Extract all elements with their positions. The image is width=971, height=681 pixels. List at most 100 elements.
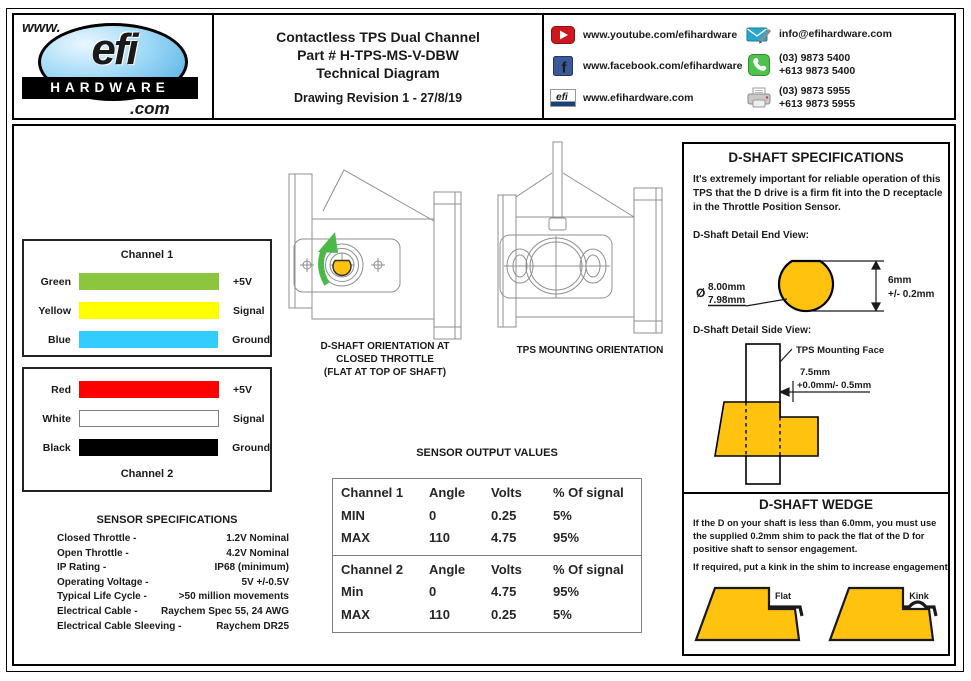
phone-intl: +613 9873 5400 [779,65,856,78]
wire-color-name: Red [51,383,71,396]
cell: 0.25 [491,606,517,622]
fax-intl: +613 9873 5955 [779,97,856,110]
wire-row-blue: Blue Ground [24,331,270,348]
wire-row-white: White Signal [24,410,270,427]
spec-row: Electrical Cable - Raychem Spec 55, 24 AW… [57,605,289,620]
wire-row-yellow: Yellow Signal [24,302,270,319]
end-view-label: D-Shaft Detail End View: [693,230,809,241]
spec-row: Typical Life Cycle - >50 million movement… [57,590,289,605]
spec-label: Operating Voltage - [57,576,149,588]
depth-tol: +0.0mm/- 0.5mm [797,380,871,391]
fax-row: (03) 9873 5955 +613 9873 5955 [746,85,948,111]
wire-row-red: Red +5V [24,381,270,398]
wire-function: Ground [232,333,270,346]
flat-height-tol: +/- 0.2mm [888,289,935,300]
tps-mounting-drawing [497,141,663,334]
cell: 0 [429,584,437,599]
facebook-icon: f [550,54,576,78]
diameter-symbol: Ø [696,286,705,300]
col-header: % Of signal [553,561,624,577]
shim-flat-drawing: Flat [694,586,804,642]
col-header: Angle [429,561,466,577]
spec-value: IP68 (minimum) [214,562,289,574]
sensor-specs-list: Closed Throttle - 1.2V Nominal Open Throt… [57,532,289,634]
cell: MIN [341,507,365,523]
phone-numbers: (03) 9873 5400 +613 9873 5400 [779,52,855,78]
wire-color-name: White [42,412,71,425]
phone-local: (03) 9873 5400 [779,52,851,65]
dshaft-wedge-title: D-SHAFT WEDGE [759,497,873,512]
header: www. efi HARDWARE .com Contactless TPS D… [12,13,956,120]
wire-function: +5V [233,275,252,288]
email-icon [746,22,772,46]
wire-row-green: Green +5V [24,273,270,290]
kink-shim [902,600,938,617]
wire-color-bar-white [79,410,219,427]
sensor-wedge-section [714,401,819,457]
channel2-title: Channel 2 [120,468,174,480]
col-header: Channel 2 [341,561,404,577]
cell: 0 [429,507,437,523]
spec-label: Open Throttle - [57,547,129,559]
contact-details: info@efihardware.com (03) 9873 5400 +613… [746,19,948,114]
dshaft-side-view-drawing: TPS Mounting Face 7.5mm +0.0mm/- 0.5mm [714,343,884,485]
col-header: Volts [491,561,522,577]
wire-function: Ground [232,441,270,454]
wire-function: Signal [233,304,265,317]
side-view-label: D-Shaft Detail Side View: [693,325,812,336]
spec-label: Closed Throttle - [57,533,137,544]
fax-numbers: (03) 9873 5955 +613 9873 5955 [779,85,855,111]
spec-value: Raychem DR25 [216,620,289,632]
website-url: www.efihardware.com [583,92,694,105]
page-border [6,8,964,672]
logo-www-text: www. [22,19,61,36]
cell: 4.75 [491,530,517,545]
youtube-icon [550,23,576,47]
spec-label: Electrical Cable Sleeving - [57,620,182,632]
drawing-revision: Drawing Revision 1 - 27/8/19 [293,91,463,105]
doc-title-line1: Contactless TPS Dual Channel [276,29,480,45]
shim-kink-drawing: Kink [828,586,938,642]
email-row: info@efihardware.com [746,22,948,46]
wire-row-black: Black Ground [24,439,270,456]
youtube-url: www.youtube.com/efihardware [583,28,738,41]
spec-label: IP Rating - [57,562,107,574]
dshaft-specs-panel: D-SHAFT SPECIFICATIONS It's extremely im… [682,142,950,656]
cell: 5% [553,606,572,622]
wire-color-bar-yellow [79,302,219,319]
logo-com-text: .com [130,99,170,118]
cell: MAX [341,606,370,622]
social-links: www.youtube.com/efihardware f www.facebo… [550,19,746,114]
wire-color-name: Green [40,275,71,288]
spec-value: >50 million movements [178,591,289,603]
wire-color-bar-green [79,273,219,290]
spec-value: Raychem Spec 55, 24 AWG [160,605,289,617]
diameter-min: 7.98mm [708,295,745,306]
col-header: Channel 1 [341,485,404,500]
spec-label: Typical Life Cycle - [57,591,147,603]
cell: MAX [341,530,370,545]
dshaft-end-view-drawing: Ø 8.00mm 7.98mm 6mm +/- 0.2mm [696,259,935,313]
dshaft-intro-text: It's extremely important for reliable op… [693,174,943,213]
spec-value: 5V +/-0.5V [241,576,289,588]
cell: 5% [553,507,572,523]
spec-label: Electrical Cable - [57,605,138,617]
spec-value: 4.2V Nominal [226,547,289,559]
wire-color-bar-blue [78,331,219,348]
doc-title-line3: Technical Diagram [316,65,440,81]
spec-row: IP Rating - IP68 (minimum) [57,561,289,576]
logo-hardware-bar: HARDWARE [22,77,198,99]
wedge-shape-kink [828,586,935,642]
email-address: info@efihardware.com [779,27,892,40]
dshaft-specs-title: D-SHAFT SPECIFICATIONS [728,150,904,165]
facebook-link-row: f www.facebook.com/efihardware [550,54,746,78]
col-header: % Of signal [553,485,624,500]
wedge-shape-flat [694,586,801,642]
depth-dim: 7.5mm [800,367,830,378]
col-header: Volts [491,485,522,500]
col-header: Angle [429,485,466,500]
spec-value: 1.2V Nominal [226,533,289,544]
phone-row: (03) 9873 5400 +613 9873 5400 [746,52,948,78]
